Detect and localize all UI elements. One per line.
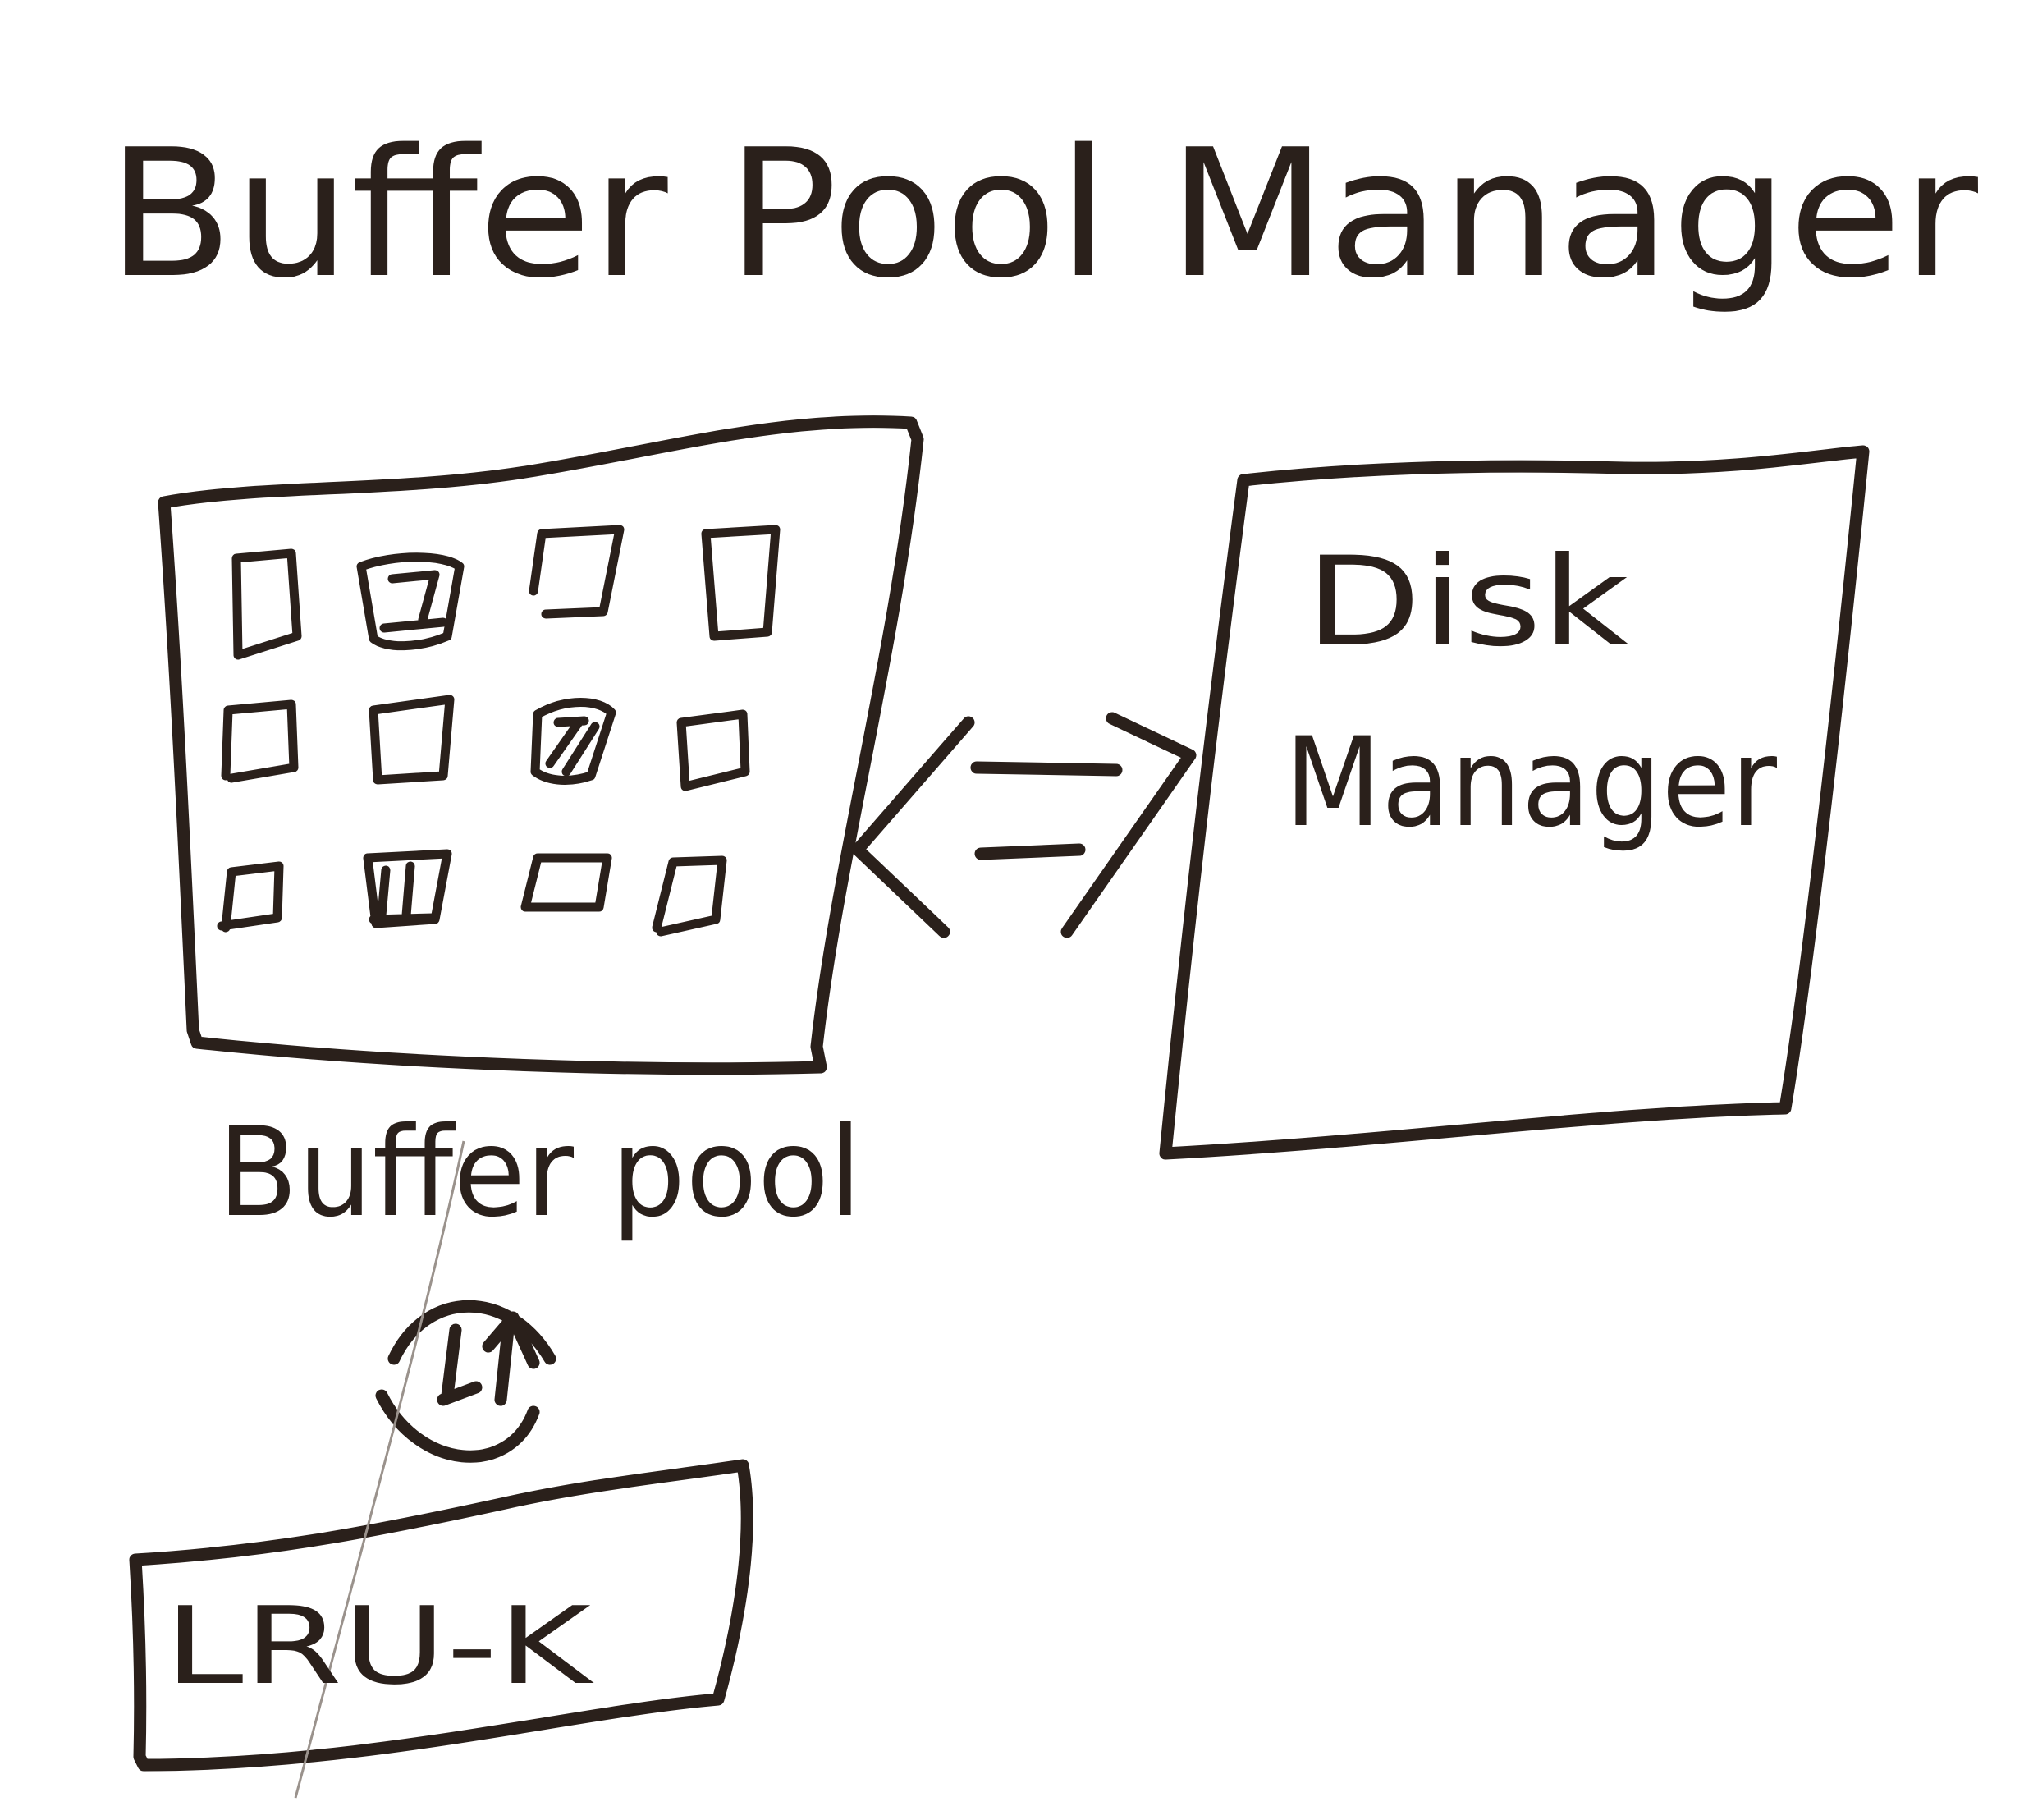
page-frame (217, 861, 284, 933)
page-frame-mark (379, 570, 448, 633)
page-frame-grid (217, 525, 781, 937)
exchange-arrows-icon (375, 1300, 556, 1463)
diagram-title: Buffer Pool Manager (107, 111, 1979, 317)
page-frame (701, 525, 781, 641)
page-frame-mark (545, 716, 600, 777)
page-frame (221, 699, 299, 783)
disk-manager-box (1159, 445, 1870, 1160)
page-frame (520, 853, 612, 912)
page-frame-used (530, 698, 616, 785)
page-frame-mark (369, 861, 438, 924)
page-frame (231, 548, 302, 660)
page-frame (369, 695, 455, 785)
buffer-pool-box (158, 415, 924, 1075)
page-frame (529, 525, 625, 619)
page-frame (676, 709, 750, 791)
page-frame-used (356, 552, 465, 651)
page-frame (652, 855, 727, 937)
faint-stroke (294, 1140, 465, 1799)
disk-manager-label-line2: Manager (1284, 712, 1777, 855)
lru-k-box (129, 1459, 753, 1772)
lru-k-label: LRU-K (164, 1584, 594, 1708)
disk-manager-label-line1: Disk (1305, 531, 1629, 674)
bidirectional-arrow-icon (851, 712, 1197, 938)
buffer-pool-label: Buffer pool (218, 1102, 862, 1245)
